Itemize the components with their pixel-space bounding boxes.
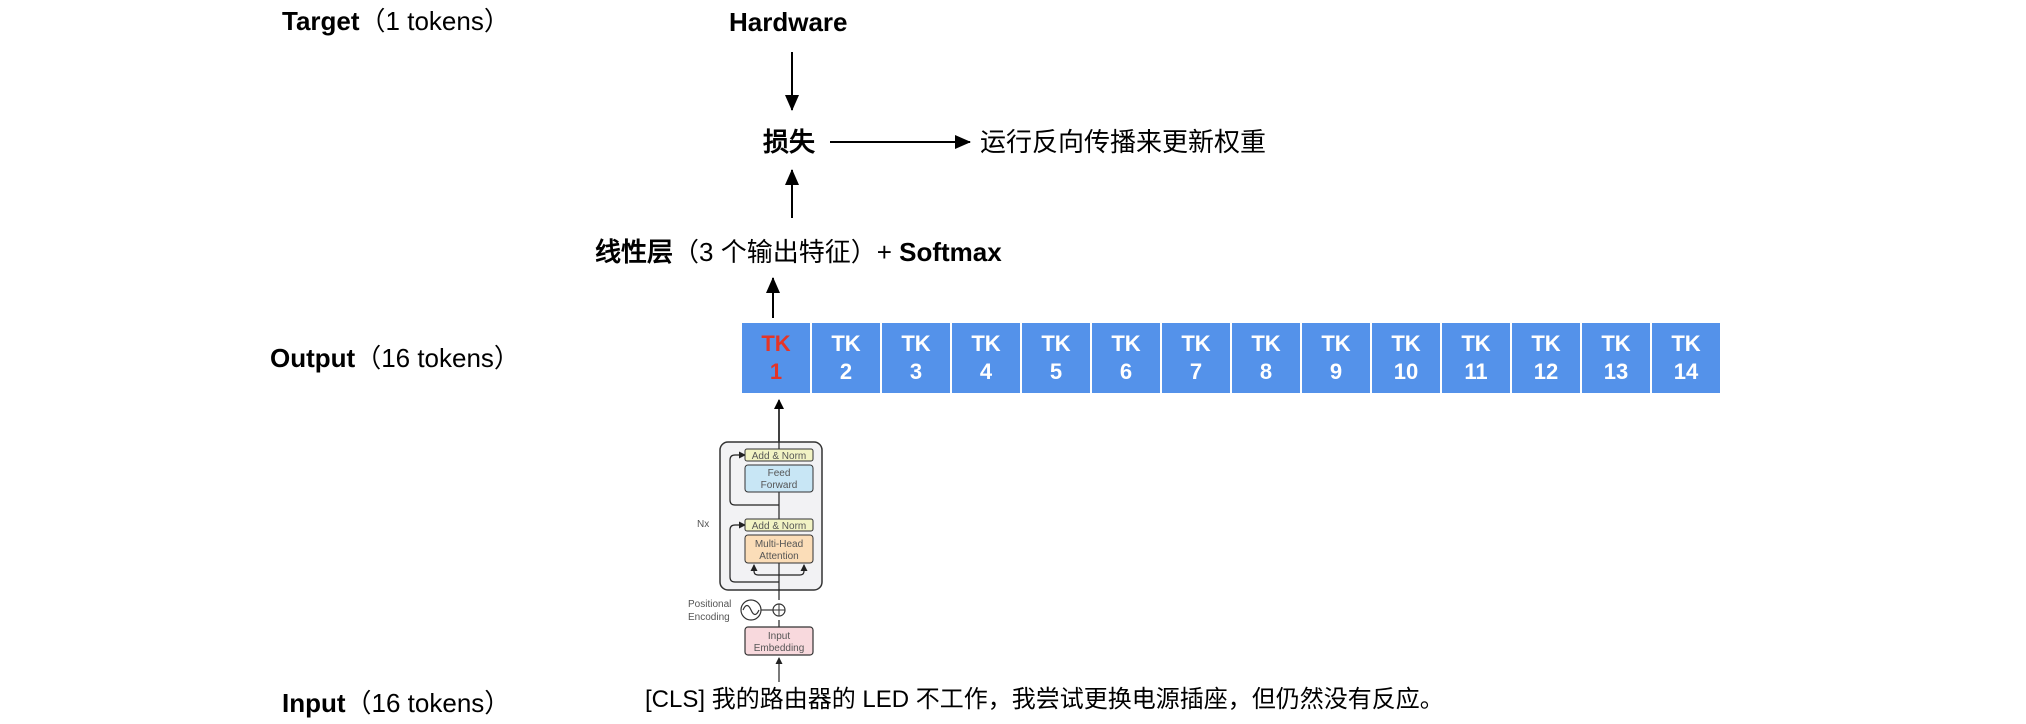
token-prefix: TK bbox=[1461, 331, 1491, 356]
attention-label-line1: Multi-Head bbox=[755, 539, 803, 550]
token-number: 11 bbox=[1464, 359, 1488, 384]
token-number: 4 bbox=[979, 359, 993, 384]
target-row-label: Target（1 tokens） bbox=[282, 6, 510, 36]
add-norm-top-box bbox=[744, 448, 814, 462]
token-number: 6 bbox=[1119, 359, 1133, 384]
input-embedding-box bbox=[744, 626, 814, 656]
token-number: 1 bbox=[769, 359, 783, 384]
token-number: 10 bbox=[1393, 359, 1419, 384]
output-label: Output bbox=[270, 343, 356, 373]
token-number: 2 bbox=[839, 359, 853, 384]
token-prefix: TK bbox=[971, 331, 1001, 356]
input-token-count: （16 tokens） bbox=[345, 688, 511, 718]
token-prefix: TK bbox=[1111, 331, 1141, 356]
hardware-node: Hardware bbox=[729, 7, 848, 37]
feed-forward-label-line2: Forward bbox=[761, 480, 798, 491]
output-token: TK 8 bbox=[1232, 323, 1300, 393]
token-number: 14 bbox=[1673, 359, 1699, 384]
token-number: 5 bbox=[1049, 359, 1063, 384]
encoder-block bbox=[719, 441, 823, 591]
output-token: TK 2 bbox=[812, 323, 880, 393]
residual-connection-bottom bbox=[729, 521, 779, 583]
output-token: TK 13 bbox=[1582, 323, 1650, 393]
output-token: TK 10 bbox=[1372, 323, 1440, 393]
output-token: TK 7 bbox=[1162, 323, 1230, 393]
embedding-label-line1: Input bbox=[768, 631, 790, 642]
input-label: Input bbox=[282, 688, 346, 718]
softmax-label: Softmax bbox=[899, 237, 1002, 267]
residual-connection-top bbox=[729, 451, 779, 506]
linear-layer-detail: （3 个输出特征）+ bbox=[673, 237, 900, 267]
output-token: TK 6 bbox=[1092, 323, 1160, 393]
token-prefix: TK bbox=[1181, 331, 1211, 356]
input-row-label: Input（16 tokens） bbox=[282, 688, 510, 718]
token-prefix: TK bbox=[831, 331, 861, 356]
output-token: TK 3 bbox=[882, 323, 950, 393]
attention-label-line2: Attention bbox=[759, 551, 798, 562]
output-row-label: Output（16 tokens） bbox=[270, 343, 520, 373]
token-prefix: TK bbox=[1671, 331, 1701, 356]
add-norm-bottom-label: Add & Norm bbox=[752, 521, 806, 532]
token-number: 9 bbox=[1329, 359, 1343, 384]
token-prefix: TK bbox=[761, 331, 791, 356]
positional-label-line1: Positional bbox=[688, 599, 731, 610]
token-prefix: TK bbox=[1321, 331, 1351, 356]
output-token: TK 9 bbox=[1302, 323, 1370, 393]
add-norm-top-label: Add & Norm bbox=[752, 451, 806, 462]
token-prefix: TK bbox=[1601, 331, 1631, 356]
token-number: 7 bbox=[1189, 359, 1203, 384]
attention-box bbox=[744, 534, 814, 564]
token-prefix: TK bbox=[901, 331, 931, 356]
positional-label-line2: Encoding bbox=[688, 612, 730, 623]
output-token: TK 12 bbox=[1512, 323, 1580, 393]
loss-node: 损失 bbox=[763, 127, 816, 157]
linear-layer-label: 线性层 bbox=[595, 237, 674, 267]
token-prefix: TK bbox=[1391, 331, 1421, 356]
backprop-node: 运行反向传播来更新权重 bbox=[980, 127, 1267, 157]
linear-layer-node: 线性层（3 个输出特征）+ Softmax bbox=[595, 237, 1002, 267]
output-token: TK 5 bbox=[1022, 323, 1090, 393]
input-sentence: [CLS] 我的路由器的 LED 不工作，我尝试更换电源插座，但仍然没有反应。 bbox=[645, 686, 1444, 713]
repeat-nx-label: Nx bbox=[697, 519, 709, 530]
token-number: 8 bbox=[1259, 359, 1273, 384]
token-number: 13 bbox=[1603, 359, 1629, 384]
token-number: 12 bbox=[1533, 359, 1559, 384]
output-token: TK 14 bbox=[1652, 323, 1720, 393]
add-norm-bottom-box bbox=[744, 518, 814, 532]
token-prefix: TK bbox=[1251, 331, 1281, 356]
token-number: 3 bbox=[909, 359, 923, 384]
target-token-count: （1 tokens） bbox=[359, 6, 510, 36]
token-prefix: TK bbox=[1041, 331, 1071, 356]
output-token: TK 1 bbox=[742, 323, 810, 393]
embedding-label-line2: Embedding bbox=[754, 643, 805, 654]
feed-forward-label-line1: Feed bbox=[768, 468, 791, 479]
output-token-count: （16 tokens） bbox=[355, 343, 520, 373]
feed-forward-box bbox=[744, 464, 814, 493]
token-prefix: TK bbox=[1531, 331, 1561, 356]
output-token: TK 4 bbox=[952, 323, 1020, 393]
output-token: TK 11 bbox=[1442, 323, 1510, 393]
target-label: Target bbox=[282, 6, 360, 36]
